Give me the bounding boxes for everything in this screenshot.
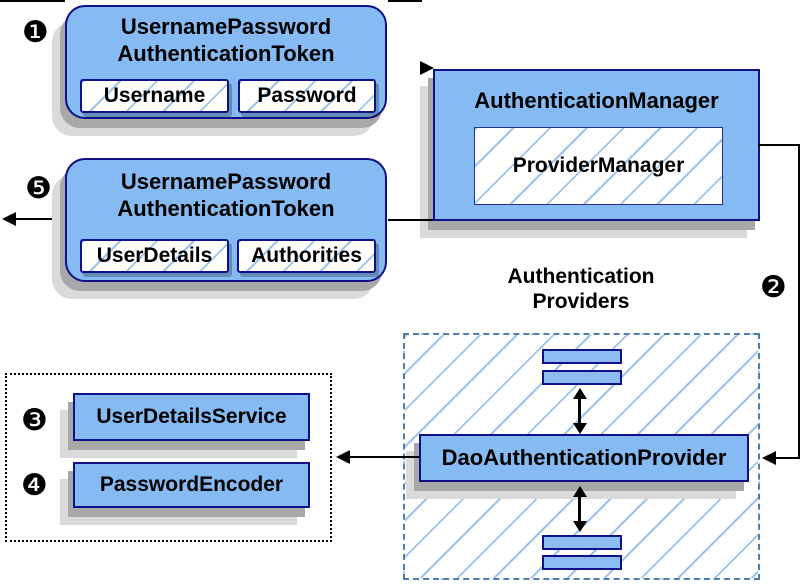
double-arrow-down-icon <box>573 423 587 434</box>
provider-manager-box: ProviderManager <box>474 127 723 205</box>
provider-stack-bottom-bar-2 <box>542 555 622 570</box>
double-arrow-up-icon <box>573 388 587 399</box>
double-arrow-up-icon <box>573 486 587 497</box>
connector-line-response-out <box>14 218 65 220</box>
password-encoder-box: PasswordEncoder <box>73 462 310 508</box>
step-3-badge: ❸ <box>21 403 48 438</box>
connector-line-right-vertical <box>798 144 800 459</box>
request-token-title-line2: AuthenticationToken <box>117 41 335 66</box>
connector-line-into-dao <box>776 457 800 459</box>
dao-authentication-provider-box: DaoAuthenticationProvider <box>419 434 749 482</box>
connector-line-request-in <box>0 0 65 2</box>
arrow-left-icon <box>762 451 776 465</box>
request-token-title-line1: UsernamePassword <box>120 14 332 39</box>
providers-group-label: Authentication Providers <box>461 264 701 314</box>
providers-group-label-line1: Authentication <box>507 265 655 288</box>
response-token-title-line1: UsernamePassword <box>120 169 332 194</box>
authorities-field-box: Authorities <box>237 239 376 273</box>
response-token-box: UsernamePassword AuthenticationToken Use… <box>65 158 387 282</box>
arrow-right-icon <box>420 61 434 75</box>
request-token-box: UsernamePassword AuthenticationToken Use… <box>65 5 387 119</box>
step-2-badge: ❷ <box>760 270 787 305</box>
double-arrow-down-icon <box>573 521 587 532</box>
beans-group-box <box>5 373 332 542</box>
provider-stack-bottom-bar-1 <box>542 535 622 550</box>
arrow-left-icon <box>336 450 350 464</box>
connector-line-manager-to-response <box>388 219 433 221</box>
step-4-badge: ❹ <box>21 468 48 503</box>
providers-group-label-line2: Providers <box>532 290 630 313</box>
connector-line-request-to-manager <box>388 0 422 2</box>
username-field-box: Username <box>80 79 229 113</box>
provider-stack-top-bar-2 <box>542 370 622 385</box>
provider-stack-top-bar-1 <box>542 349 622 364</box>
arrow-left-icon <box>2 212 16 226</box>
double-arrow-top-line <box>578 397 581 425</box>
password-field-box: Password <box>238 79 376 113</box>
authentication-manager-title: AuthenticationManager <box>474 88 719 113</box>
connector-line-dao-to-beans <box>348 456 419 458</box>
step-1-badge: ❶ <box>22 15 49 50</box>
connector-line-manager-right <box>758 144 800 146</box>
response-token-title-line2: AuthenticationToken <box>117 196 335 221</box>
step-5-badge: ❺ <box>25 171 52 206</box>
user-details-service-box: UserDetailsService <box>73 393 310 441</box>
double-arrow-bottom-line <box>578 495 581 523</box>
userdetails-field-box: UserDetails <box>80 239 229 273</box>
authentication-manager-box: AuthenticationManager ProviderManager <box>433 69 760 221</box>
